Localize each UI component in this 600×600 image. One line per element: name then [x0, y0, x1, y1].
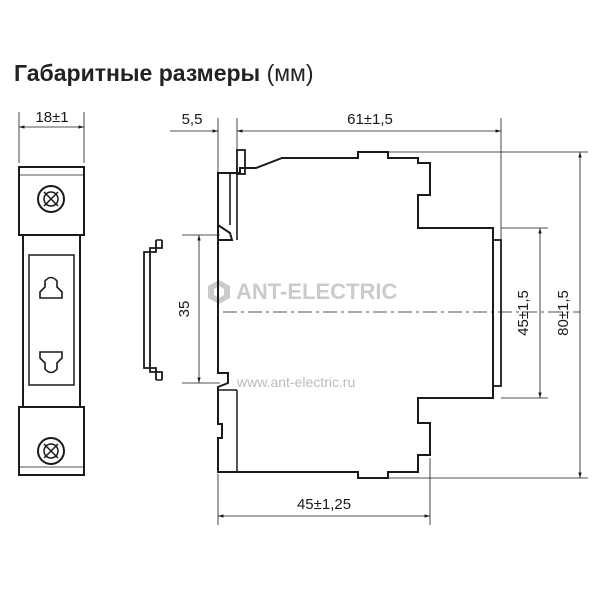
watermark-url: www.ant-electric.ru	[236, 374, 355, 390]
screw-terminal-icon	[37, 437, 65, 465]
watermark-brand: ANT-ELECTRIC	[236, 279, 397, 304]
screw-terminal-icon	[37, 185, 65, 213]
din-rail	[143, 239, 163, 381]
front-view: 18±1	[18, 109, 85, 476]
dim-rail-height: 35	[176, 301, 193, 318]
title-unit: (мм)	[266, 60, 314, 86]
side-view: 35 5,5 61±1,5 45±1,5 80±1,5 45±1,25	[170, 111, 588, 525]
watermark: ANT-ELECTRIC www.ant-electric.ru	[208, 279, 397, 390]
dim-total-height: 80±1,5	[555, 290, 572, 336]
dim-base-depth: 45±1,25	[297, 496, 351, 513]
title-main: Габаритные размеры	[14, 60, 261, 86]
socket-icon	[39, 276, 63, 299]
dim-total-depth: 61±1,5	[347, 111, 393, 128]
dim-rail-offset: 5,5	[182, 111, 203, 128]
dim-front-height: 45±1,5	[515, 290, 532, 336]
socket-icon	[39, 351, 63, 374]
page-title: Габаритные размеры (мм)	[14, 60, 314, 87]
dim-front-width: 18±1	[35, 109, 68, 126]
